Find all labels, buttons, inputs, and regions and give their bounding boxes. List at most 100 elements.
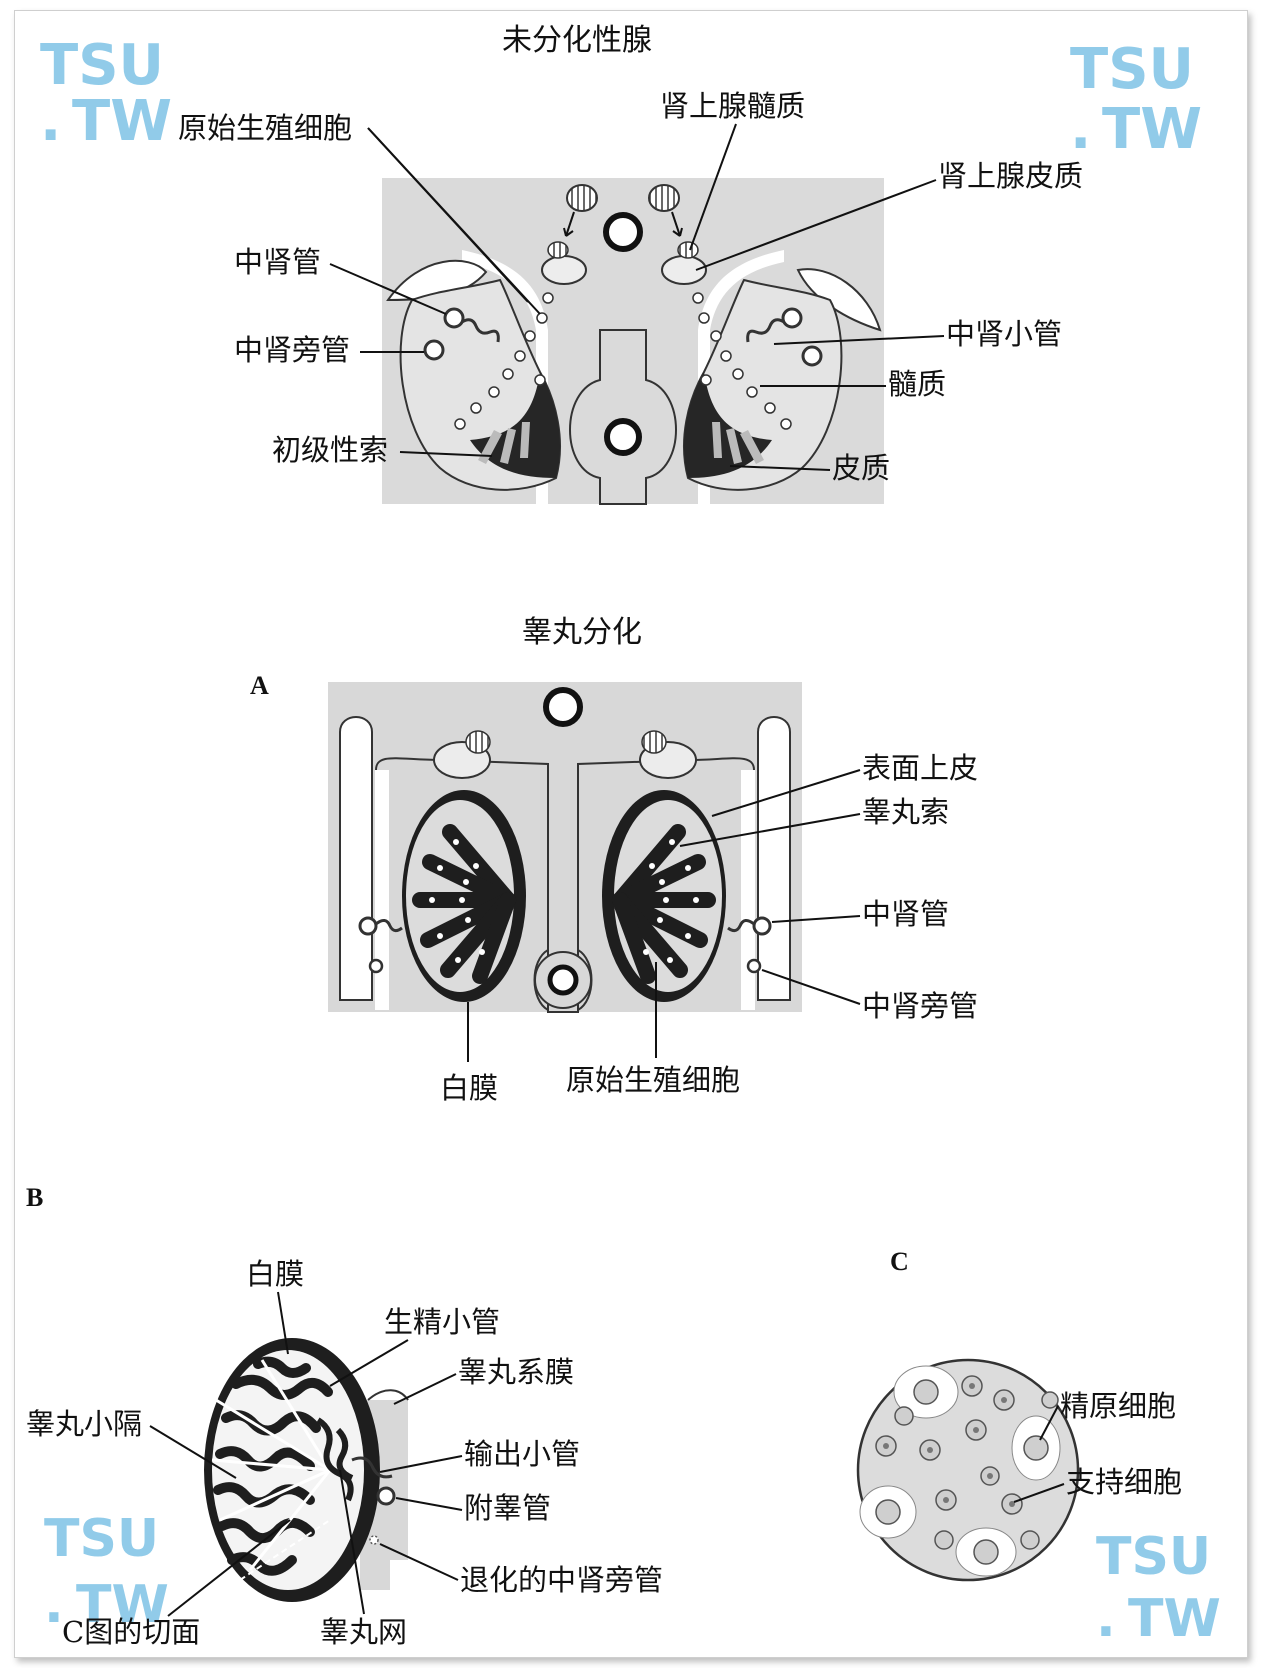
label-pgc: 原始生殖细胞: [566, 1063, 740, 1097]
mesonephric-tubule-right: [727, 919, 755, 933]
leader-epididymis-duct: [395, 1497, 463, 1511]
watermark-text-2: TW: [76, 1575, 169, 1635]
label-medulla: 髓质: [888, 367, 946, 401]
leader-efferent-ductules: [379, 1455, 463, 1473]
panel-b-adult-testis: B 白膜 生精小管: [26, 1183, 663, 1649]
panel-testis-differentiation: 睾丸分化 A: [250, 615, 978, 1105]
leader-surface-epithelium: [711, 769, 861, 817]
label-section-of-c: C图的切面: [62, 1615, 200, 1649]
panel1-title: 未分化性腺: [502, 23, 652, 58]
label-tunica-albuginea: 白膜: [246, 1257, 304, 1291]
leader-spermatogonia: [1039, 1405, 1059, 1441]
aorta: [603, 212, 643, 252]
watermark-text-1: TSU: [40, 33, 164, 98]
watermark-text-2: TW: [1128, 1589, 1221, 1649]
watermark-text-1: TSU: [1096, 1527, 1211, 1587]
adrenal-medulla-migrating-left: [547, 241, 569, 259]
leader-adrenal-cortex: [695, 179, 937, 271]
flap-right: [796, 268, 882, 332]
channel-right: [757, 716, 791, 1001]
watermark-dot: .: [40, 89, 61, 154]
germ-cells-panel1: [454, 292, 792, 430]
watermark-bottom-right: TSU . TW: [1096, 1527, 1221, 1649]
paramesonephric-duct-right: [801, 345, 823, 367]
adrenal-medulla-right: [648, 184, 680, 212]
label-mesorchium: 睾丸系膜: [458, 1355, 574, 1389]
sex-cords-left: [478, 422, 530, 464]
adrenal-medulla-migrating-right: [677, 241, 699, 259]
panel-c-tubule-section: C 精原细胞 支持细胞: [856, 1247, 1182, 1582]
nuclei: [883, 1383, 1015, 1507]
testis-cord-cells-left: [429, 839, 485, 963]
panel-letter-c: C: [890, 1247, 909, 1276]
leader-mesonephric-tubule: [773, 335, 945, 345]
leader-sertoli: [1013, 1483, 1065, 1503]
label-epididymis-duct: 附睾管: [464, 1491, 551, 1525]
label-pgc: 原始生殖细胞: [178, 111, 352, 145]
label-adrenal-medulla: 肾上腺髓质: [660, 89, 805, 123]
mesorchium-edge: [367, 1389, 409, 1401]
mesonephric-duct-left: [443, 307, 465, 329]
paramesonephric-duct-left: [423, 339, 445, 361]
label-adrenal-cortex: 肾上腺皮质: [938, 159, 1083, 193]
leader-adrenal-medulla: [689, 123, 737, 251]
arrowhead-left: [563, 227, 574, 237]
mesonephric-tubule-left: [461, 318, 500, 343]
label-primary-sex-cords: 初级性索: [272, 433, 388, 467]
efferent-ductules: [351, 1456, 393, 1479]
mesonephric-tubule-right: [746, 318, 785, 343]
watermark-top-right: TSU . TW: [1070, 37, 1202, 162]
arrow-left: [565, 211, 575, 237]
arrowhead-right: [672, 227, 683, 237]
paramesonephric-duct-left: [368, 958, 384, 974]
mesonephric-duct-right: [752, 916, 772, 936]
label-sertoli: 支持细胞: [1066, 1465, 1182, 1499]
spermatogonia: [875, 1375, 1059, 1565]
mesentery: [569, 329, 677, 505]
panel-letter-b: B: [26, 1183, 43, 1212]
watermark-text-1: TSU: [1070, 37, 1194, 102]
adrenal-cortex-left: [541, 255, 587, 285]
leader-paramesonephric-duct: [761, 969, 861, 1005]
mesonephric-duct-right: [781, 307, 803, 329]
leader-cortex: [729, 465, 831, 471]
label-tunica-albuginea: 白膜: [440, 1071, 498, 1105]
epididymis-duct: [376, 1486, 396, 1506]
watermark-text-1: TSU: [44, 1509, 159, 1569]
label-mesonephric-duct: 中肾管: [862, 897, 949, 931]
mesonephric-tubule-left: [375, 919, 403, 933]
leader-regressed-paramesonephric: [379, 1543, 459, 1581]
watermark-dot: .: [1096, 1589, 1116, 1649]
testis-cord-cells-right: [643, 839, 699, 963]
label-rete-testis: 睾丸网: [320, 1615, 407, 1649]
label-surface-epithelium: 表面上皮: [862, 751, 978, 785]
leader-primary-sex-cords: [399, 451, 493, 457]
label-paramesonephric-duct: 中肾旁管: [862, 989, 978, 1023]
adrenal-medulla-right: [641, 730, 667, 754]
rete-testis: [316, 1417, 354, 1502]
watermark-dot: .: [1070, 97, 1091, 162]
label-mesonephric-tubule: 中肾小管: [946, 317, 1062, 351]
label-spermatogonia: 精原细胞: [1060, 1389, 1176, 1423]
mesonephric-duct-left: [358, 916, 378, 936]
label-testis-cords: 睾丸索: [862, 795, 949, 829]
leader-septum: [149, 1425, 237, 1479]
watermark-top-left: TSU . TW: [40, 33, 172, 154]
watermark-text-2: TW: [1102, 97, 1202, 162]
watermark-text-2: TW: [72, 89, 172, 154]
label-mesonephric-duct: 中肾管: [234, 245, 321, 279]
label-paramesonephric-duct: 中肾旁管: [234, 333, 350, 367]
leader-rete-testis: [339, 1469, 365, 1615]
aorta: [543, 687, 583, 727]
dorsal-wall: [375, 757, 755, 1013]
leader-pgc-2: [367, 127, 541, 315]
leader-testis-cords: [679, 813, 861, 847]
panel-letter-a: A: [250, 671, 269, 700]
leader-section-of-c: [167, 1519, 291, 1617]
label-efferent-ductules: 输出小管: [464, 1437, 580, 1471]
leader-tunica-albuginea: [277, 1291, 289, 1355]
leader-seminiferous-tubule: [329, 1339, 409, 1387]
watermark-dot: .: [44, 1575, 64, 1635]
label-cortex: 皮质: [832, 451, 890, 485]
